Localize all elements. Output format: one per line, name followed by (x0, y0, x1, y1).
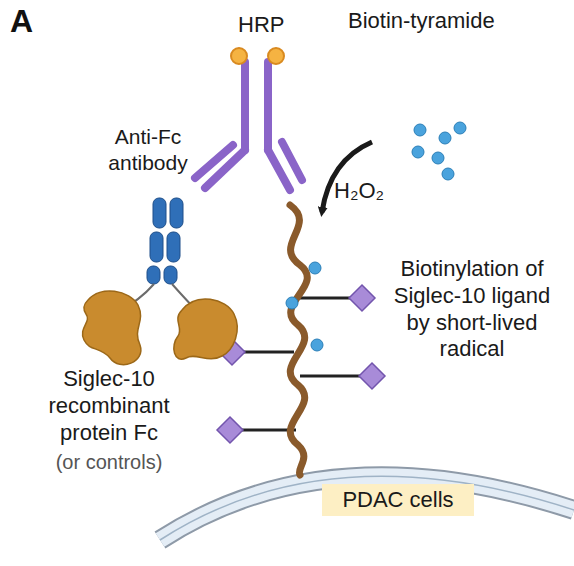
protein-label: Siglec-10 recombinant protein Fc (24, 366, 194, 446)
cell-membrane (160, 476, 574, 540)
reagent-label: Biotin-tyramide (348, 8, 558, 35)
cell-label-box: PDAC cells (322, 484, 474, 516)
node-text: PDAC cells (342, 487, 453, 513)
siglec-10-protein (82, 291, 237, 365)
panel-letter: A (10, 2, 50, 41)
anti-fc-antibody (195, 62, 302, 190)
sialic-acid-diamonds (217, 285, 385, 443)
reagent-label: H₂O₂ (334, 178, 404, 205)
note-label: (or controls) (24, 450, 194, 474)
enzyme-label: HRP (238, 12, 308, 39)
process-note: Biotinylation of Siglec-10 ligand by sho… (388, 256, 556, 363)
hrp-enzyme (231, 48, 284, 64)
ligand-protein-strand (290, 205, 307, 475)
fc-region (147, 198, 183, 284)
antibody-label: Anti-Fc antibody (88, 124, 208, 175)
